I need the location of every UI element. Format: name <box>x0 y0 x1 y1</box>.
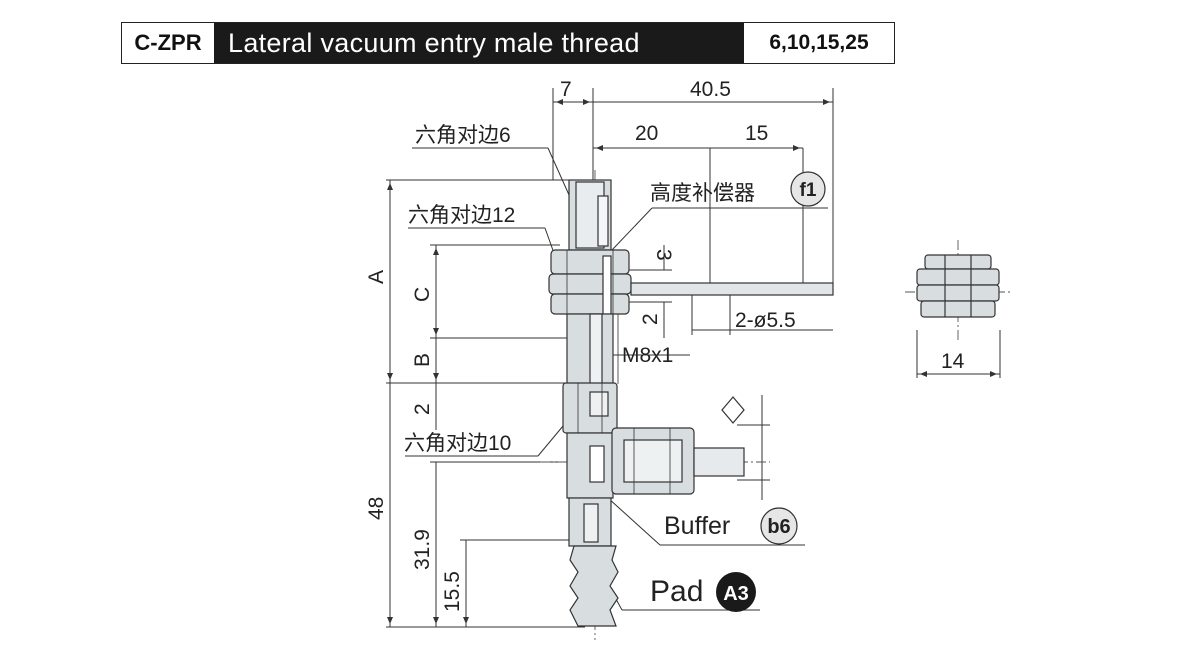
fitting-assembly <box>548 179 834 627</box>
dim-3: 3 <box>652 249 675 261</box>
callout-pad: Pad <box>650 575 703 608</box>
dim-14: 14 <box>941 350 965 373</box>
side-view <box>916 254 1000 318</box>
dim-c: C <box>411 287 434 302</box>
badge-b6-label: b6 <box>767 516 790 538</box>
product-title: Lateral vacuum entry male thread <box>214 23 744 63</box>
dim-b: B <box>411 353 434 367</box>
badge-f1: f1 <box>790 171 826 207</box>
dim-20: 20 <box>635 122 658 145</box>
dimension-lines <box>386 88 1001 628</box>
dim-15: 15 <box>745 122 768 145</box>
callout-height-compensator: 高度补偿器 <box>650 182 755 205</box>
badge-f1-label: f1 <box>800 180 817 201</box>
dim-48: 48 <box>365 497 388 520</box>
dim-15-5: 15.5 <box>441 571 464 612</box>
title-bar: C-ZPR Lateral vacuum entry male thread 6… <box>121 22 895 64</box>
callout-labels: 六角对边6 六角对边12 六角对边10 高度补偿器 Buffer Pad <box>404 124 755 608</box>
model-code: C-ZPR <box>122 23 214 63</box>
dim-thread: M8x1 <box>622 344 673 367</box>
dim-holes: 2-ø5.5 <box>735 309 796 332</box>
nut-details <box>566 250 671 494</box>
pad-sizes: 6,10,15,25 <box>744 23 894 63</box>
badge-a3-label: A3 <box>723 583 749 605</box>
dim-40-5: 40.5 <box>690 78 731 101</box>
badge-b6: b6 <box>760 507 798 545</box>
badge-a3: A3 <box>716 572 756 612</box>
callout-hex10: 六角对边10 <box>404 432 511 455</box>
dimension-labels: 7 40.5 20 15 2-ø5.5 M8x1 14 A C B 2 48 3… <box>365 78 965 612</box>
callout-hex12: 六角对边12 <box>408 204 515 227</box>
callout-hex6: 六角对边6 <box>415 124 511 147</box>
dim-a: A <box>365 270 388 284</box>
dim-7: 7 <box>560 78 572 101</box>
callout-buffer: Buffer <box>664 512 730 540</box>
dimension-arrows <box>387 99 997 624</box>
dim-2-upper: 2 <box>639 313 662 325</box>
dim-31-9: 31.9 <box>411 529 434 570</box>
dim-2-lower: 2 <box>411 403 434 415</box>
port-symbol-icon <box>721 396 745 424</box>
